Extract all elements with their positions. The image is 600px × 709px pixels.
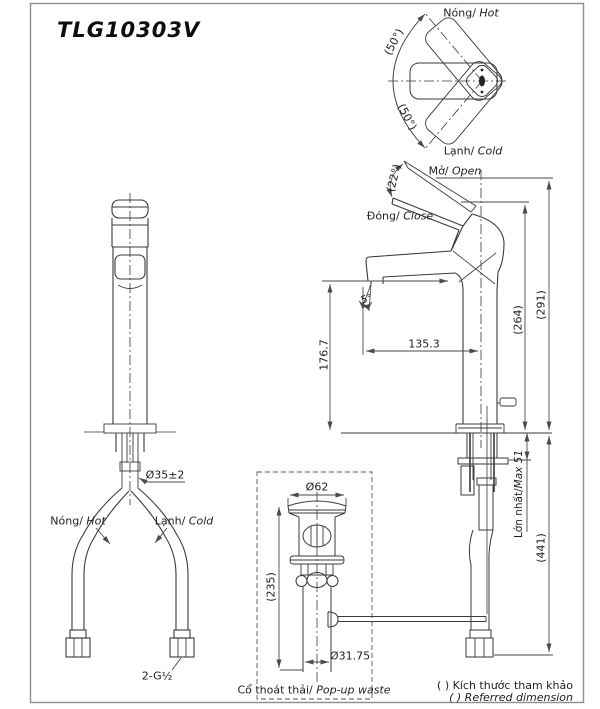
top-view-hot-label: Nóng/ Hot: [443, 6, 499, 20]
close-label: Đóng/ Close: [366, 209, 434, 223]
dim-spout-reach: 135.3: [408, 337, 440, 351]
dim-spout-height: 176.7: [317, 339, 331, 371]
side-view-below-deck: [457, 406, 509, 658]
front-view-leaders: [95, 477, 185, 671]
note-referred-dimension-en: ( ) Referred dimension: [449, 691, 573, 704]
popup-caption: Cổ thoát thải/ Pop-up waste: [237, 683, 391, 697]
dim-shank-dia: Ø35±2: [145, 468, 185, 482]
open-label: Mở/ Open: [428, 164, 482, 178]
dim-height-open: (291): [534, 290, 548, 320]
note-referred-dimension-vi: ( ) Kích thước tham khảo: [437, 679, 573, 692]
dim-height-closed: (264): [511, 305, 525, 335]
popup-waste-drawing: [256, 471, 487, 700]
top-view-drawing: [388, 11, 509, 151]
dim-max-deck-thickness: Lớn nhất/Max 51: [512, 449, 525, 539]
top-view-cold-label: Lạnh/ Cold: [443, 144, 503, 158]
dim-popup-height: (235): [264, 572, 278, 602]
front-hot-label: Nóng/ Hot: [50, 514, 106, 528]
page-border: [29, 2, 585, 704]
dim-below-deck: (441): [534, 533, 548, 563]
model-number: TLG10303V: [57, 18, 201, 42]
dim-popup-top-dia: Ø62: [305, 480, 329, 494]
front-view-drawing: [65, 193, 195, 658]
popup-waste-dimensions: [276, 492, 347, 671]
front-cold-label: Lạnh/ Cold: [154, 514, 214, 528]
side-view-dimensions: [322, 177, 553, 656]
hose-thread-label: 2-G½: [141, 669, 173, 683]
dim-popup-pipe-dia: Ø31.75: [329, 649, 371, 663]
